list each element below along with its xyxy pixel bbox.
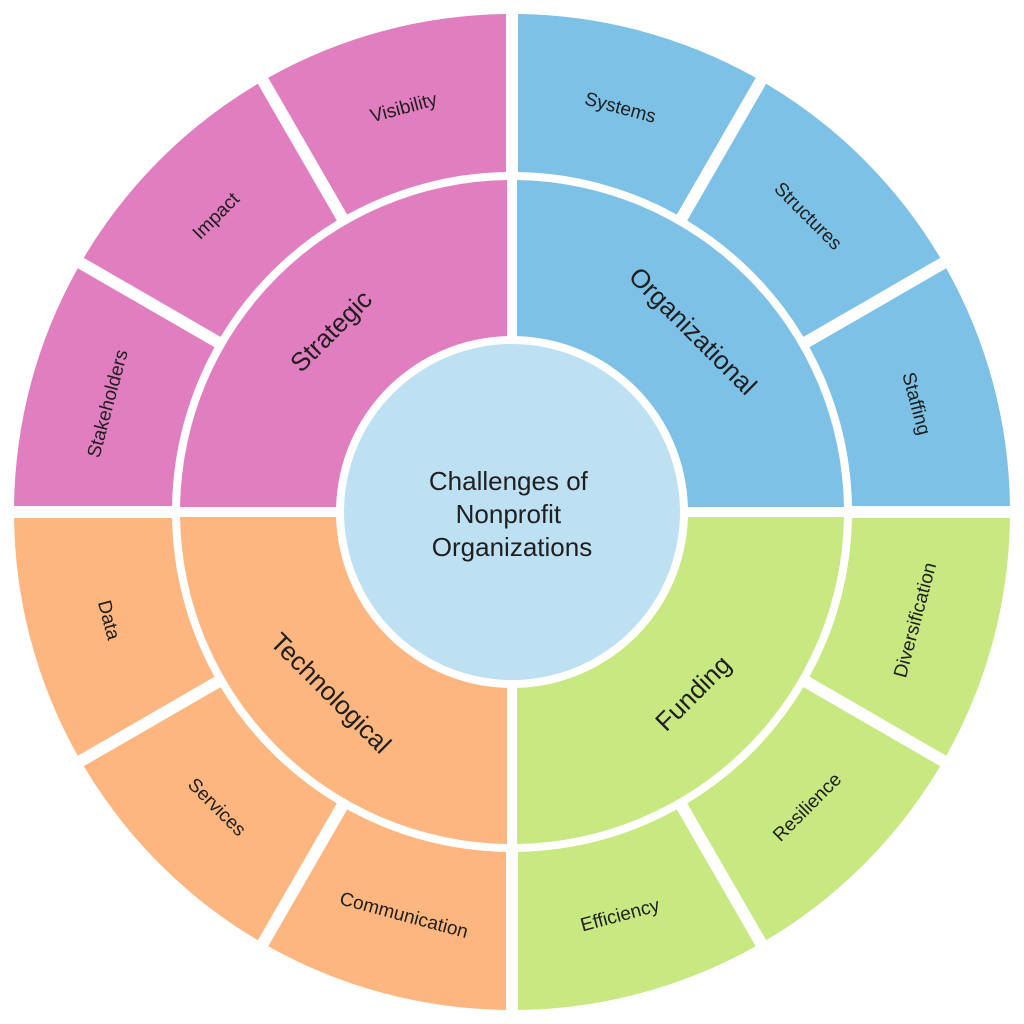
- subitem-segment-systems: [517, 14, 756, 215]
- center-title-line-1: Challenges of: [429, 466, 589, 496]
- subitem-segment-resilience: [687, 687, 941, 941]
- category-segment-technological: [180, 516, 508, 844]
- subitem-segment-structures: [687, 83, 941, 337]
- center-title-line-3: Organizations: [432, 532, 592, 562]
- subitem-segment-visibility: [268, 14, 507, 215]
- subitem-segment-staffing: [809, 268, 1010, 507]
- center-title-line-2: Nonprofit: [456, 499, 562, 529]
- subitem-segment-impact: [83, 83, 337, 337]
- category-segment-strategic: [180, 180, 508, 508]
- segments-layer: [14, 14, 1010, 1010]
- subitem-segment-services: [83, 687, 337, 941]
- subitem-segment-data: [14, 517, 215, 756]
- center-title: Challenges of Nonprofit Organizations: [429, 466, 595, 562]
- subitem-segment-efficiency: [517, 809, 756, 1010]
- center-circle: [344, 344, 680, 680]
- subitem-segment-communication: [268, 809, 507, 1010]
- category-segment-organizational: [516, 180, 844, 508]
- subitem-segment-stakeholders: [14, 268, 215, 507]
- subitem-segment-diversification: [809, 517, 1010, 756]
- category-segment-funding: [516, 516, 844, 844]
